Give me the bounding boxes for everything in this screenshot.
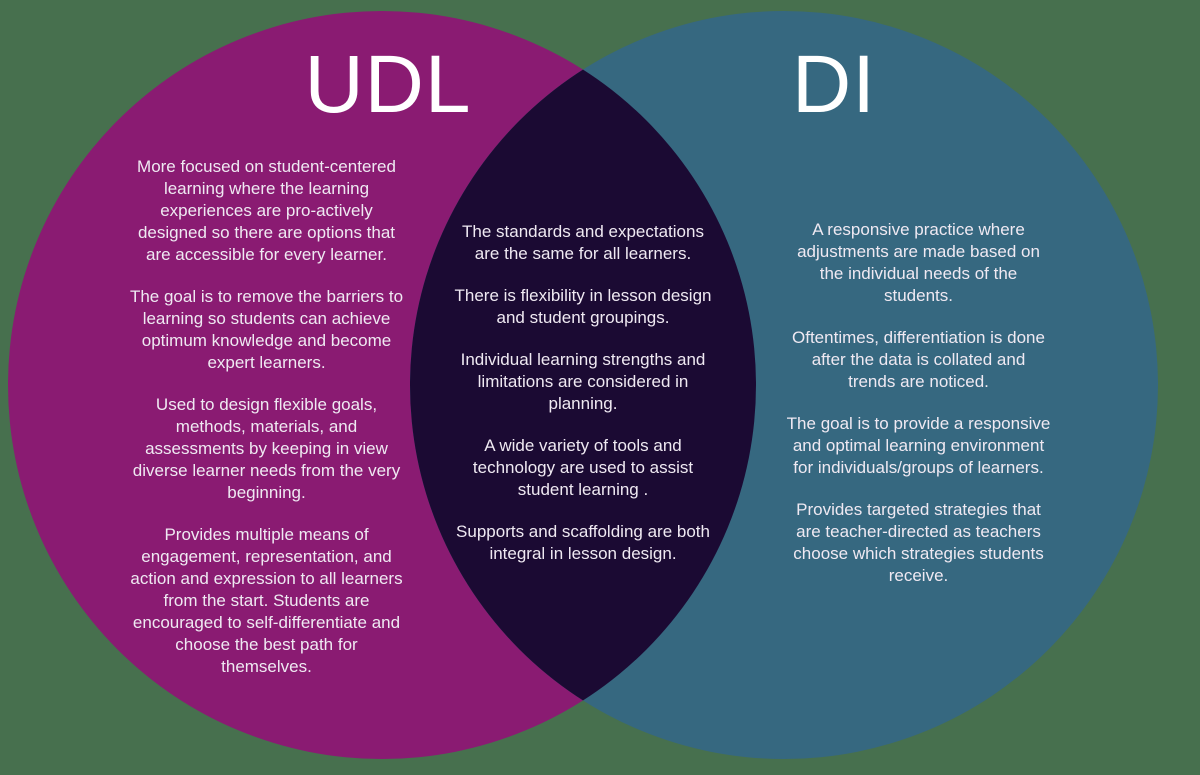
paragraph: Used to design flexible goals, methods, … — [132, 395, 401, 502]
paragraph: Oftentimes, differentiation is done afte… — [792, 328, 1045, 391]
di-title: DI — [792, 39, 876, 130]
paragraph: There is flexibility in lesson design an… — [454, 286, 712, 327]
paragraph: The goal is to provide a responsive and … — [786, 414, 1051, 477]
paragraph: The goal is to remove the barriers to le… — [129, 287, 404, 372]
paragraph: Individual learning strengths and limita… — [460, 350, 706, 413]
paragraph: A wide variety of tools and technology a… — [472, 436, 694, 499]
overlap-text-column: The standards and expectations are the s… — [452, 221, 714, 585]
paragraph: Provides targeted strategies that are te… — [793, 500, 1044, 585]
paragraph: A responsive practice where adjustments … — [797, 220, 1040, 305]
overlap-region — [410, 11, 756, 759]
di-text-column: A responsive practice where adjustments … — [786, 219, 1051, 607]
paragraph: Supports and scaffolding are both integr… — [456, 522, 710, 563]
paragraph: The standards and expectations are the s… — [462, 222, 704, 263]
udl-text-column: More focused on student-centered learnin… — [129, 156, 404, 698]
udl-title: UDL — [304, 39, 472, 130]
paragraph: More focused on student-centered learnin… — [137, 157, 396, 264]
paragraph: Provides multiple means of engagement, r… — [130, 525, 403, 676]
